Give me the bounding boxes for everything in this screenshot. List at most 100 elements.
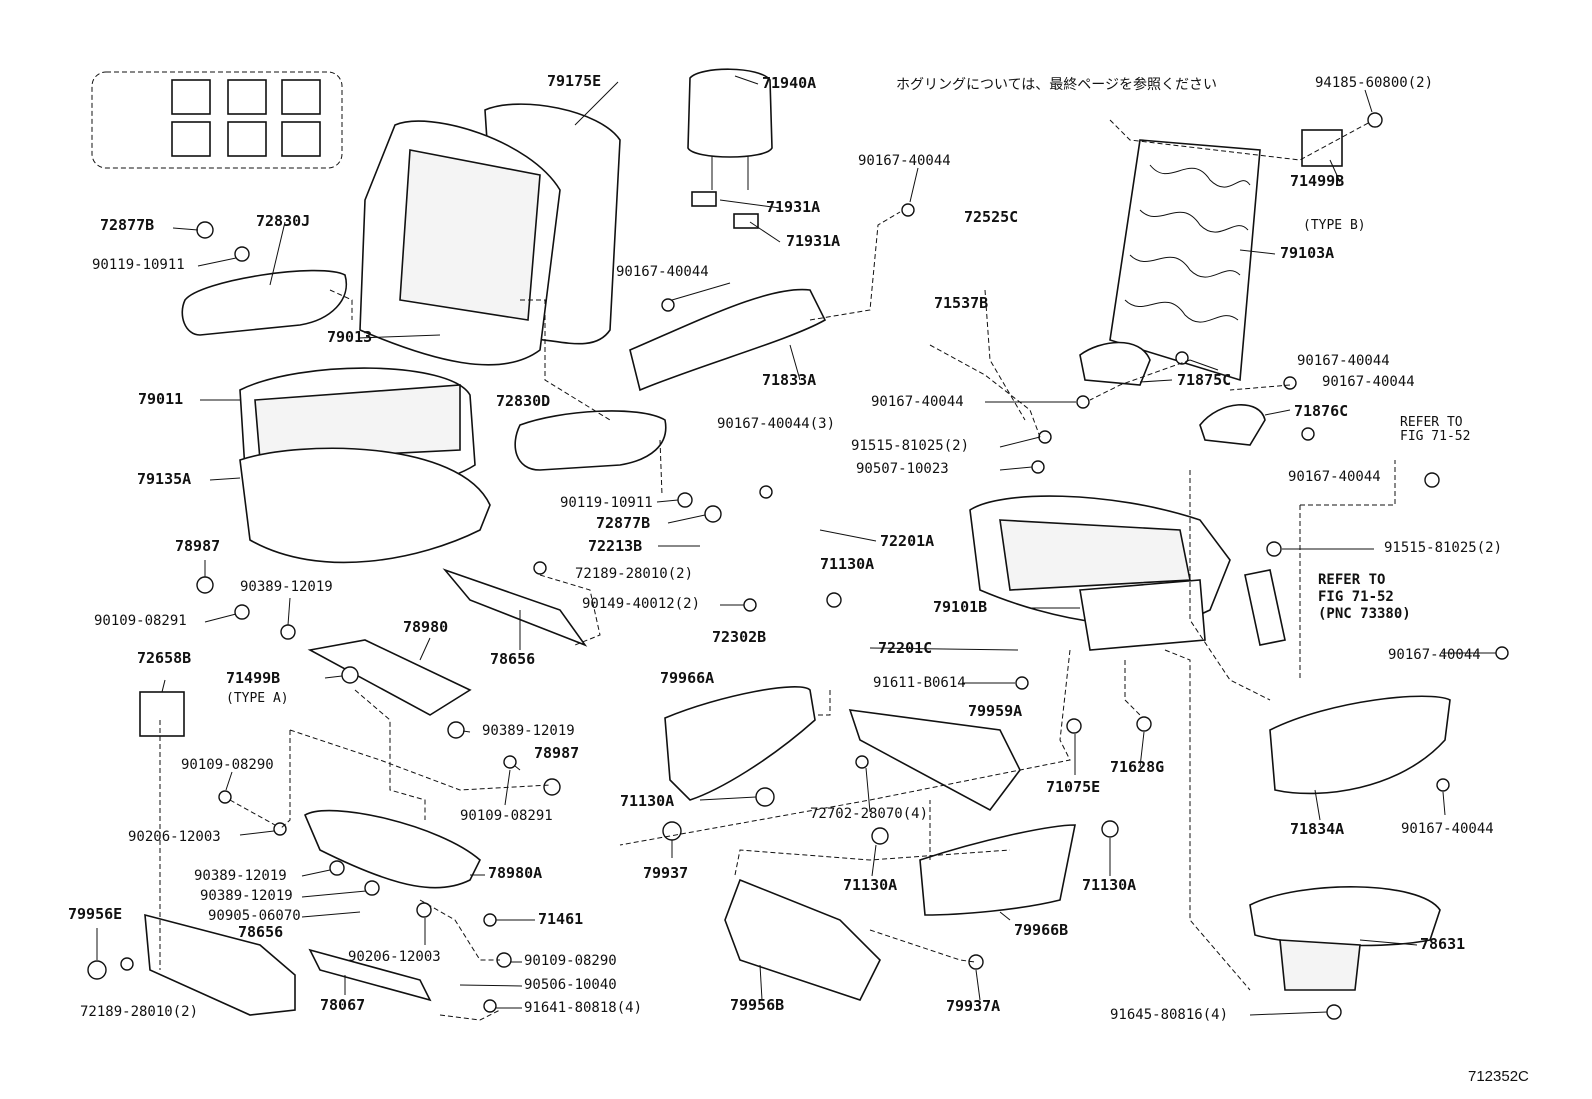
part-number-90167-40044-g[interactable]: 90167-40044 bbox=[1388, 647, 1481, 663]
hinge-cover-71876C bbox=[1199, 404, 1266, 446]
part-number-78656-1[interactable]: 78656 bbox=[490, 650, 536, 668]
armrest-72830D bbox=[514, 410, 667, 471]
part-number-79966A[interactable]: 79966A bbox=[660, 669, 715, 687]
part-number-71931A-1[interactable]: 71931A bbox=[766, 198, 821, 216]
part-number-72213B[interactable]: 72213B bbox=[588, 537, 643, 555]
part-number-90109-08291-1[interactable]: 90109-08291 bbox=[94, 613, 187, 629]
armrest-frame-78980 bbox=[307, 639, 472, 716]
refer-to-fig-71-52-pnc-note: REFER TO FIG 71-52 (PNC 73380) bbox=[1318, 572, 1411, 622]
part-number-71875C[interactable]: 71875C bbox=[1177, 371, 1232, 389]
part-number-79103A[interactable]: 79103A bbox=[1280, 244, 1335, 262]
part-number-79937[interactable]: 79937 bbox=[643, 864, 689, 882]
tray-79959A bbox=[848, 709, 1021, 812]
part-number-90167-40044-c[interactable]: 90167-40044 bbox=[1297, 353, 1390, 369]
part-number-79013[interactable]: 79013 bbox=[327, 328, 373, 346]
hinge-78067 bbox=[308, 948, 432, 1002]
type-b-note: (TYPE B) bbox=[1303, 218, 1366, 233]
bracket-78656 bbox=[442, 568, 588, 647]
part-number-78980[interactable]: 78980 bbox=[403, 618, 449, 636]
part-number-72189-28010-b[interactable]: 72189-28010(2) bbox=[80, 1004, 199, 1020]
part-number-79959A[interactable]: 79959A bbox=[968, 702, 1023, 720]
seat-cushion bbox=[239, 367, 491, 564]
part-number-90167-40044-3[interactable]: 90167-40044(3) bbox=[717, 416, 836, 432]
side-shield-79966B bbox=[919, 824, 1076, 916]
part-number-71940A[interactable]: 71940A bbox=[762, 74, 817, 92]
part-number-71130A-2[interactable]: 71130A bbox=[620, 792, 675, 810]
part-number-78987-1[interactable]: 78987 bbox=[175, 537, 221, 555]
part-number-90389-12019-1[interactable]: 90389-12019 bbox=[240, 579, 333, 595]
part-number-91641-80818[interactable]: 91641-80818(4) bbox=[524, 1000, 643, 1016]
hinge-cover-71833A bbox=[629, 288, 827, 392]
part-number-72302B[interactable]: 72302B bbox=[712, 628, 767, 646]
part-number-90167-40044-f[interactable]: 90167-40044 bbox=[1288, 469, 1381, 485]
part-number-90149-40012[interactable]: 90149-40012(2) bbox=[582, 596, 701, 612]
part-number-72830J[interactable]: 72830J bbox=[256, 212, 311, 230]
part-number-72525C[interactable]: 72525C bbox=[964, 208, 1019, 226]
refer-to-fig-71-52-note: REFER TO FIG 71-52 bbox=[1400, 415, 1471, 445]
part-number-90506-10040[interactable]: 90506-10040 bbox=[524, 977, 617, 993]
part-number-78987-2[interactable]: 78987 bbox=[534, 744, 580, 762]
part-number-71130A-1[interactable]: 71130A bbox=[820, 555, 875, 573]
part-number-90109-08290-1[interactable]: 90109-08290 bbox=[181, 757, 274, 773]
part-number-71537B[interactable]: 71537B bbox=[934, 294, 989, 312]
part-number-71628G[interactable]: 71628G bbox=[1110, 758, 1165, 776]
part-number-71931A-2[interactable]: 71931A bbox=[786, 232, 841, 250]
part-number-90167-40044-h[interactable]: 90167-40044 bbox=[1401, 821, 1494, 837]
side-shield-71834A bbox=[1269, 695, 1451, 795]
part-number-71876C[interactable]: 71876C bbox=[1294, 402, 1349, 420]
part-number-71834A[interactable]: 71834A bbox=[1290, 820, 1345, 838]
part-number-79011[interactable]: 79011 bbox=[138, 390, 184, 408]
part-number-91515-81025-1[interactable]: 91515-81025(2) bbox=[851, 438, 970, 454]
part-number-90119-10911-1[interactable]: 90119-10911 bbox=[92, 257, 185, 273]
part-number-71130A-3[interactable]: 71130A bbox=[843, 876, 898, 894]
part-number-90389-12019-4[interactable]: 90389-12019 bbox=[200, 888, 293, 904]
part-number-72201C[interactable]: 72201C bbox=[878, 639, 933, 657]
seat-back bbox=[359, 103, 621, 366]
seat-location-thumbnail bbox=[91, 71, 343, 169]
part-number-90389-12019-3[interactable]: 90389-12019 bbox=[194, 868, 287, 884]
part-number-72189-28010-a[interactable]: 72189-28010(2) bbox=[575, 566, 694, 582]
part-number-90119-10911-2[interactable]: 90119-10911 bbox=[560, 495, 653, 511]
part-number-90206-12003-2[interactable]: 90206-12003 bbox=[348, 949, 441, 965]
part-number-90507-10023[interactable]: 90507-10023 bbox=[856, 461, 949, 477]
part-number-90109-08290-2[interactable]: 90109-08290 bbox=[524, 953, 617, 969]
part-number-90109-08291-2[interactable]: 90109-08291 bbox=[460, 808, 553, 824]
part-number-78631[interactable]: 78631 bbox=[1420, 935, 1466, 953]
part-number-91515-81025-2[interactable]: 91515-81025(2) bbox=[1384, 540, 1503, 556]
part-number-79937A[interactable]: 79937A bbox=[946, 997, 1001, 1015]
part-number-71499B-type-b[interactable]: 71499B bbox=[1290, 172, 1345, 190]
part-number-79135A[interactable]: 79135A bbox=[137, 470, 192, 488]
part-number-72877B-1[interactable]: 72877B bbox=[100, 216, 155, 234]
part-number-90389-12019-2[interactable]: 90389-12019 bbox=[482, 723, 575, 739]
armrest-78980A bbox=[303, 809, 481, 889]
part-number-78067[interactable]: 78067 bbox=[320, 996, 366, 1014]
part-number-90167-40044-a[interactable]: 90167-40044 bbox=[858, 153, 951, 169]
part-number-79101B[interactable]: 79101B bbox=[933, 598, 988, 616]
part-number-91645-80816[interactable]: 91645-80816(4) bbox=[1110, 1007, 1229, 1023]
part-number-90167-40044-e[interactable]: 90167-40044 bbox=[871, 394, 964, 410]
part-number-71075E[interactable]: 71075E bbox=[1046, 778, 1101, 796]
part-number-78980A[interactable]: 78980A bbox=[488, 864, 543, 882]
part-number-79956E[interactable]: 79956E bbox=[68, 905, 123, 923]
part-number-78656-2[interactable]: 78656 bbox=[238, 923, 284, 941]
part-number-71499B-type-a[interactable]: 71499B bbox=[226, 669, 281, 687]
part-number-90167-40044-d[interactable]: 90167-40044 bbox=[1322, 374, 1415, 390]
part-number-79966B[interactable]: 79966B bbox=[1014, 921, 1069, 939]
part-number-71833A[interactable]: 71833A bbox=[762, 371, 817, 389]
part-number-72658B[interactable]: 72658B bbox=[137, 649, 192, 667]
part-number-71461[interactable]: 71461 bbox=[538, 910, 584, 928]
part-number-90167-40044-b[interactable]: 90167-40044 bbox=[616, 264, 709, 280]
part-number-90905-06070[interactable]: 90905-06070 bbox=[208, 908, 301, 924]
seat-frame bbox=[969, 495, 1231, 651]
part-number-72702-28070[interactable]: 72702-28070(4) bbox=[810, 806, 929, 822]
part-number-72830D[interactable]: 72830D bbox=[496, 392, 551, 410]
part-number-72201A[interactable]: 72201A bbox=[880, 532, 935, 550]
part-number-71130A-4[interactable]: 71130A bbox=[1082, 876, 1137, 894]
part-number-79175E[interactable]: 79175E bbox=[547, 72, 602, 90]
part-number-72877B-2[interactable]: 72877B bbox=[596, 514, 651, 532]
part-number-90206-12003-1[interactable]: 90206-12003 bbox=[128, 829, 221, 845]
part-number-91611-B0614[interactable]: 91611-B0614 bbox=[873, 675, 966, 691]
part-number-79956B[interactable]: 79956B bbox=[730, 996, 785, 1014]
part-number-94185-60800[interactable]: 94185-60800(2) bbox=[1315, 75, 1434, 91]
